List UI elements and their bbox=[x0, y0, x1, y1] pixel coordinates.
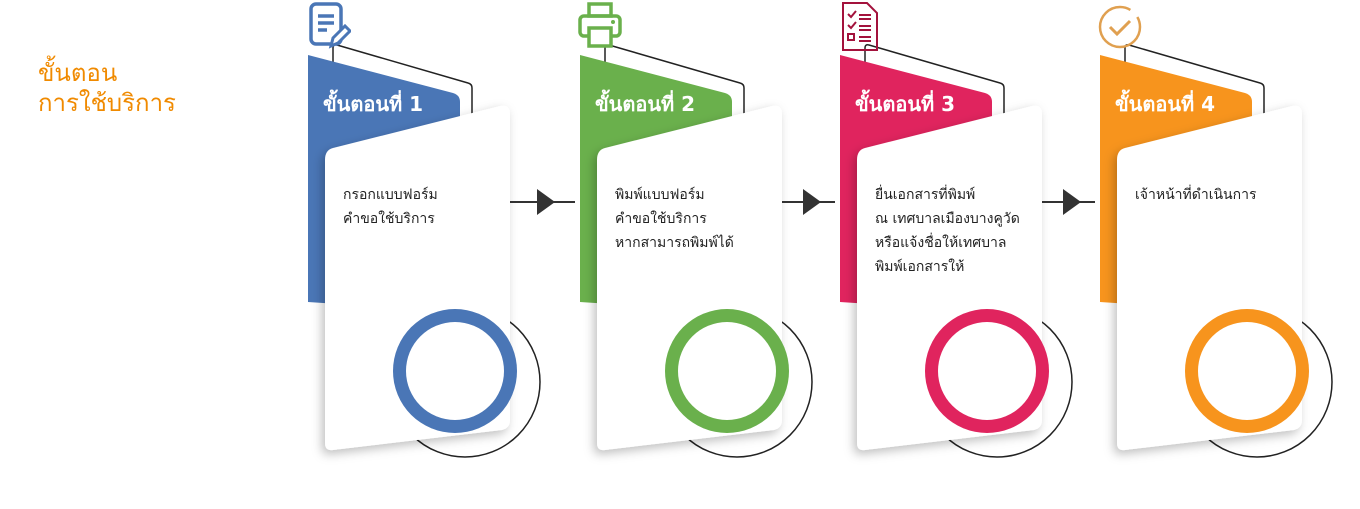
description-line: คำขอใช้บริการ bbox=[615, 211, 707, 227]
description-line: เจ้าหน้าที่ดำเนินการ bbox=[1135, 187, 1257, 203]
check-circle-icon bbox=[1098, 5, 1142, 49]
step-card-4: ขั้นตอนที่ 4 เจ้าหน้าที่ดำเนินการ bbox=[1097, 0, 1357, 509]
step-card-1: ขั้นตอนที่ 1 กรอกแบบฟอร์มคำขอใช้บริการ bbox=[305, 0, 565, 509]
step-title: ขั้นตอนที่ 1 bbox=[323, 92, 424, 116]
ring-inner bbox=[1198, 322, 1296, 420]
description-line: หากสามารถพิมพ์ได้ bbox=[615, 235, 734, 251]
step-title: ขั้นตอนที่ 3 bbox=[855, 92, 956, 116]
document-edit-icon bbox=[309, 2, 351, 49]
card-shapes bbox=[580, 44, 813, 458]
card-shapes bbox=[308, 44, 541, 458]
ring-inner bbox=[938, 322, 1036, 420]
checklist-document-icon bbox=[842, 2, 878, 51]
ring-inner bbox=[678, 322, 776, 420]
description-line: คำขอใช้บริการ bbox=[343, 211, 435, 227]
description-line: กรอกแบบฟอร์ม bbox=[343, 187, 438, 203]
ring-inner bbox=[406, 322, 504, 420]
step-card-2: ขั้นตอนที่ 2 พิมพ์แบบฟอร์มคำขอใช้บริการห… bbox=[577, 0, 837, 509]
description-line: พิมพ์เอกสารให้ bbox=[875, 259, 965, 275]
arrow-2-3 bbox=[780, 189, 835, 215]
step-description: กรอกแบบฟอร์มคำขอใช้บริการ bbox=[343, 183, 518, 231]
description-line: หรือแจ้งชื่อให้เทศบาล bbox=[875, 235, 1007, 251]
title-line-2: การใช้บริการ bbox=[38, 89, 176, 117]
title-line-1: ขั้นตอน bbox=[38, 59, 118, 87]
step-title: ขั้นตอนที่ 4 bbox=[1115, 92, 1216, 116]
step-description: ยื่นเอกสารที่พิมพ์ณ เทศบาลเมืองบางคูวัดห… bbox=[875, 183, 1050, 279]
step-title: ขั้นตอนที่ 2 bbox=[595, 92, 696, 116]
printer-icon bbox=[578, 2, 622, 48]
step-description: พิมพ์แบบฟอร์มคำขอใช้บริการหากสามารถพิมพ์… bbox=[615, 183, 790, 255]
description-line: ยื่นเอกสารที่พิมพ์ bbox=[875, 187, 976, 203]
description-line: ณ เทศบาลเมืองบางคูวัด bbox=[875, 211, 1020, 227]
step-description: เจ้าหน้าที่ดำเนินการ bbox=[1135, 183, 1310, 207]
card-shapes bbox=[1100, 44, 1333, 458]
description-line: พิมพ์แบบฟอร์ม bbox=[615, 187, 705, 203]
arrow-3-4 bbox=[1040, 189, 1095, 215]
page-title: ขั้นตอน การใช้บริการ bbox=[38, 58, 176, 118]
arrow-1-2 bbox=[510, 189, 575, 215]
card-shapes bbox=[840, 44, 1073, 458]
step-card-3: ขั้นตอนที่ 3 ยื่นเอกสารที่พิมพ์ณ เทศบาลเ… bbox=[837, 0, 1097, 509]
